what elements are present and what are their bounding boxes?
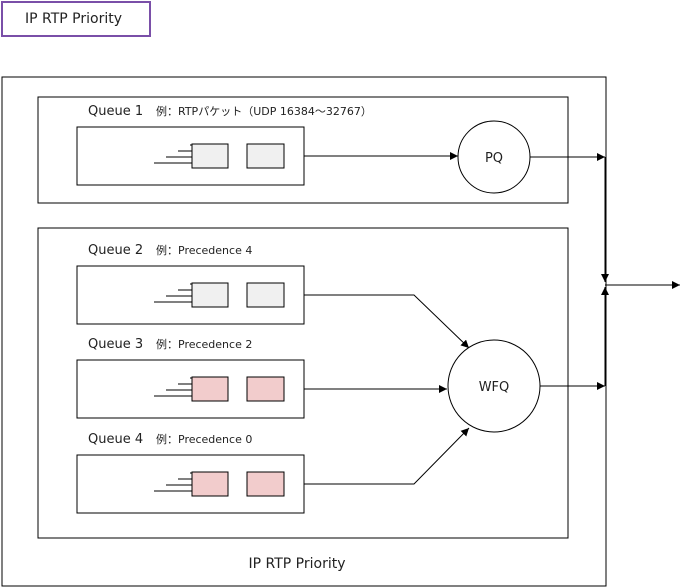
queue-name: Queue 3 — [88, 337, 143, 352]
queue-name: Queue 2 — [88, 243, 143, 258]
packet — [191, 376, 229, 402]
packet — [246, 143, 285, 169]
outer-label: IP RTP Priority — [248, 556, 345, 572]
queue-example: 例：Precedence 2 — [156, 337, 252, 351]
queue-to-wfq-arrow — [304, 294, 470, 349]
queue-name: Queue 1 — [88, 104, 143, 119]
queue-3: Queue 3 例：Precedence 2 — [76, 337, 447, 419]
wfq-group — [37, 227, 569, 539]
pq-label: PQ — [485, 151, 503, 166]
packet — [191, 282, 229, 308]
queue-example: 例：Precedence 4 — [156, 243, 252, 257]
queue-2: Queue 2 例：Precedence 4 — [76, 243, 470, 349]
queue-4: Queue 4 例：Precedence 0 — [76, 427, 470, 514]
title-label: IP RTP Priority — [25, 11, 123, 27]
queue-name: Queue 4 — [88, 432, 143, 447]
priority-group — [37, 96, 569, 204]
queue-example: 例：Precedence 0 — [156, 432, 252, 446]
wfq-label: WFQ — [479, 380, 510, 395]
packet — [246, 376, 285, 402]
queue-1: Queue 1 例：RTPパケット（UDP 16384～32767） — [76, 104, 458, 186]
packet — [191, 471, 229, 497]
packet — [246, 282, 285, 308]
packet — [246, 471, 285, 497]
packet — [191, 143, 229, 169]
title-box: IP RTP Priority — [1, 1, 151, 37]
queue-example: 例：RTPパケット（UDP 16384～32767） — [156, 104, 372, 118]
outer-frame — [1, 76, 607, 587]
queue-to-wfq-arrow — [304, 427, 470, 485]
